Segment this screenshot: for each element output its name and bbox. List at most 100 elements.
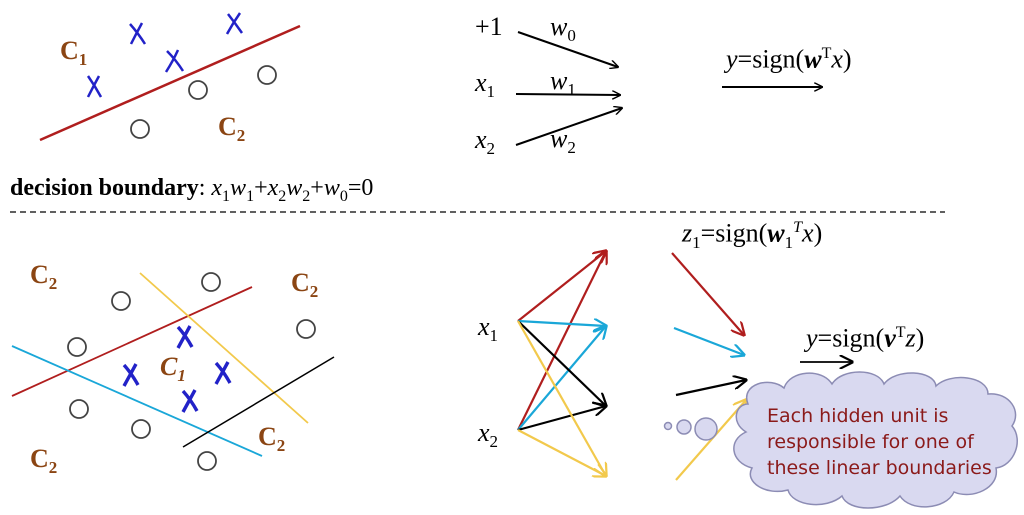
- var-x: x: [831, 44, 843, 74]
- var-sub: 1: [489, 326, 499, 346]
- arrow-red-from-x1: [517, 251, 606, 322]
- circle-mark: [188, 80, 208, 100]
- cross-mark: [225, 12, 244, 35]
- var-w: w: [550, 66, 568, 95]
- sign-open: =sign(: [700, 218, 768, 248]
- thought-bubble: [663, 371, 1018, 509]
- class-subscript: 2: [309, 282, 319, 302]
- bubble-line-1: Each hidden unit is: [767, 405, 949, 427]
- bottom-class-c2-bottomleft: C2: [30, 444, 58, 478]
- var-v-bold: v: [884, 323, 896, 353]
- bubble-dot-small: [663, 421, 673, 431]
- arrow-x1: [515, 94, 620, 95]
- bottom-output-formula: y=sign(vTz): [806, 325, 924, 352]
- cloud-shape: [733, 371, 1018, 509]
- var-w: w: [286, 175, 303, 201]
- top-class-c2: C2: [218, 112, 245, 145]
- var-sub: 1: [486, 82, 496, 102]
- weight-w1: w1: [550, 66, 576, 100]
- class-letter: C: [218, 112, 237, 141]
- bottom-network: [517, 251, 852, 481]
- circle-mark: [131, 419, 151, 439]
- var-w-bold: w: [804, 44, 822, 74]
- cross-mark: [214, 361, 232, 385]
- cross-mark: [164, 49, 185, 73]
- close-paren: ): [915, 323, 925, 353]
- bottom-scatter: [11, 272, 335, 471]
- top-scatter: [39, 12, 301, 142]
- var-x: x: [802, 218, 814, 248]
- var-w: w: [323, 175, 340, 201]
- var-w-bold: w: [767, 218, 785, 248]
- black-boundary: [182, 356, 335, 448]
- var-sub: 2: [567, 138, 576, 158]
- top-circles: [130, 65, 277, 139]
- arrow-red-from-x2: [517, 251, 606, 431]
- arrow-cyan-from-x1: [517, 321, 606, 326]
- cross-mark: [176, 325, 194, 349]
- transpose: T: [793, 219, 803, 236]
- equals-zero: =0: [347, 175, 374, 201]
- cross-mark: [86, 75, 103, 98]
- cross-mark: [122, 363, 140, 387]
- top-class-c1: C1: [60, 36, 87, 69]
- var-y: y: [726, 44, 738, 74]
- var-x: x: [267, 175, 279, 201]
- bottom-class-c2-topleft: C2: [30, 260, 58, 294]
- arrow-bias: [517, 31, 618, 67]
- var-sub: 1: [692, 232, 701, 252]
- arrow-hidden-yellow: [675, 400, 746, 481]
- transpose: T: [895, 324, 906, 341]
- weight-w0: w0: [550, 14, 576, 46]
- input-x1: x1: [475, 70, 496, 102]
- circle-mark: [296, 319, 316, 339]
- var-sub: 1: [246, 187, 255, 205]
- transpose: T: [821, 45, 832, 62]
- class-letter: C: [291, 268, 310, 297]
- var-y: y: [806, 323, 818, 353]
- bottom-class-c1: C1: [160, 352, 186, 386]
- close-paren: ): [842, 44, 852, 74]
- top-perceptron: [515, 31, 822, 146]
- bubble-dot-medium: [676, 419, 692, 435]
- cyan-boundary: [11, 345, 263, 457]
- circle-mark: [197, 451, 217, 471]
- arrow-hidden-black: [675, 380, 746, 397]
- var-sub: 2: [278, 187, 287, 205]
- var-z: z: [905, 323, 916, 353]
- var-sub: 1: [784, 232, 794, 252]
- weight-w2: w2: [550, 126, 576, 158]
- top-crosses: [86, 12, 244, 98]
- thought-bubble-text: Each hidden unit is responsible for one …: [767, 403, 1019, 481]
- close-paren: ): [813, 218, 823, 248]
- class-subscript: 2: [48, 274, 58, 294]
- var-x: x: [478, 418, 490, 447]
- var-x: x: [475, 125, 487, 154]
- arrow-yellow-from-x2: [517, 429, 606, 476]
- var-sub: 0: [567, 26, 576, 46]
- decision-boundary-equation: decision boundary: x1w1+x2w2+w0=0: [10, 176, 373, 205]
- class-letter: C: [160, 352, 178, 381]
- class-subscript: 2: [48, 458, 58, 478]
- circle-mark: [257, 65, 277, 85]
- var-sub: 1: [567, 80, 576, 100]
- class-letter: C: [258, 422, 277, 451]
- class-letter: C: [30, 260, 49, 289]
- arrow-black-from-x2: [517, 406, 606, 432]
- circle-mark: [67, 337, 87, 357]
- var-x: x: [211, 175, 223, 201]
- yellow-boundary: [139, 272, 309, 424]
- var-z: z: [682, 218, 693, 248]
- arrow-black-from-x1: [517, 320, 606, 406]
- var-sub: 1: [222, 187, 231, 205]
- var-sub: 2: [486, 139, 496, 159]
- class-subscript: 1: [177, 366, 186, 386]
- class-letter: C: [30, 444, 49, 473]
- top-decision-line: [39, 24, 301, 142]
- circle-mark: [201, 272, 221, 292]
- cross-mark: [129, 22, 147, 45]
- plus: +: [310, 175, 324, 201]
- class-subscript: 2: [276, 436, 286, 456]
- class-letter: C: [60, 36, 79, 65]
